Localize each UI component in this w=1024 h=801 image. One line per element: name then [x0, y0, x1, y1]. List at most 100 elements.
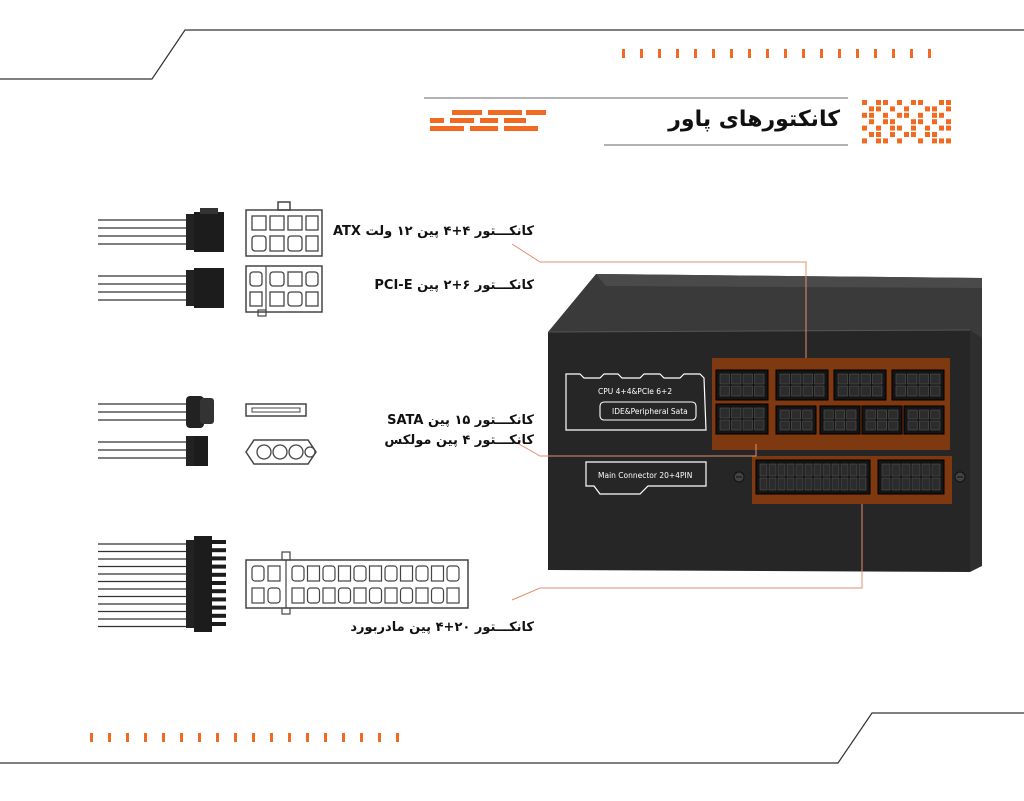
dash-mark [126, 733, 129, 742]
dash-mark [730, 49, 733, 58]
dash-mark [216, 733, 219, 742]
dash-mark [748, 49, 751, 58]
dash-mark [694, 49, 697, 58]
pixel-mark [918, 119, 923, 125]
dash-mark [162, 733, 165, 742]
orange-stripes-icon [430, 110, 546, 131]
main-connector-icon [98, 536, 469, 632]
pixel-mark [883, 112, 888, 118]
pixel-mark [897, 100, 902, 105]
pixel-mark [939, 112, 944, 118]
pixel-mark [939, 138, 944, 144]
pixel-mark [904, 112, 909, 118]
atx-connector-icon [98, 201, 323, 257]
label-molex: کانکـــتور ۴ پین مولکس [384, 433, 534, 448]
pixel-mark [897, 138, 902, 144]
pixel-mark [862, 112, 867, 118]
pixel-mark [918, 100, 923, 105]
pixel-mark [925, 125, 930, 131]
dash-mark [640, 49, 643, 58]
pixel-mark [890, 119, 895, 125]
callout-lines [511, 243, 863, 601]
sata-connector-icon [98, 396, 307, 428]
dash-mark [856, 49, 859, 58]
psu-cpu-pcie-label: CPU 4+4&PCIe 6+2 [598, 387, 672, 396]
dash-mark [396, 733, 399, 742]
pixel-mark [883, 100, 888, 105]
dash-mark [360, 733, 363, 742]
pixel-pattern-icon [862, 100, 951, 144]
label-main: کانکـــتور ۲۰+۴ پین مادربورد [350, 620, 534, 635]
dash-mark [288, 733, 291, 742]
pixel-mark [932, 138, 937, 144]
pixel-mark [911, 132, 916, 137]
pixel-mark [862, 125, 867, 131]
pixel-mark [911, 125, 916, 131]
dash-mark [658, 49, 661, 58]
dash-mark [342, 733, 345, 742]
dash-mark [108, 733, 111, 742]
dash-mark [712, 49, 715, 58]
dash-row-top [622, 49, 931, 58]
frame-top [0, 29, 1024, 80]
pixel-mark [918, 138, 923, 144]
pixel-mark [904, 132, 909, 137]
dash-mark [766, 49, 769, 58]
pixel-mark [918, 112, 923, 118]
pixel-mark [862, 100, 867, 105]
dash-mark [892, 49, 895, 58]
psu-unit: CPU 4+4&PCIe 6+2 IDE&Peripheral Sata Mai… [547, 274, 982, 572]
dash-mark [90, 733, 93, 742]
dash-mark [198, 733, 201, 742]
pixel-mark [883, 119, 888, 125]
pixel-mark [932, 112, 937, 118]
dash-mark [802, 49, 805, 58]
title-bar [424, 97, 951, 146]
dash-mark [306, 733, 309, 742]
dash-mark [234, 733, 237, 742]
pixel-mark [883, 138, 888, 144]
pixel-mark [869, 106, 874, 112]
dash-mark [784, 49, 787, 58]
pixel-mark [932, 132, 937, 137]
pixel-mark [869, 112, 874, 118]
dash-mark [676, 49, 679, 58]
pixel-mark [946, 138, 951, 144]
pixel-mark [876, 125, 881, 131]
pixel-mark [911, 119, 916, 125]
page-title: کانکتورهای پاور [668, 107, 840, 132]
psu-main-label: Main Connector 20+4PIN [598, 471, 692, 480]
pixel-mark [869, 132, 874, 137]
pixel-mark [890, 106, 895, 112]
dash-row-bottom [90, 733, 399, 742]
pixel-mark [862, 138, 867, 144]
pixel-mark [876, 132, 881, 137]
dash-mark [270, 733, 273, 742]
pixel-mark [911, 100, 916, 105]
pixel-mark [869, 119, 874, 125]
dash-mark [820, 49, 823, 58]
pixel-mark [939, 100, 944, 105]
pixel-mark [946, 106, 951, 112]
pixel-mark [890, 125, 895, 131]
dash-mark [838, 49, 841, 58]
molex-connector-icon [98, 436, 317, 466]
pixel-mark [946, 125, 951, 131]
pixel-mark [932, 106, 937, 112]
psu-ide-sata-label: IDE&Peripheral Sata [612, 407, 688, 416]
pixel-mark [932, 119, 937, 125]
pixel-mark [946, 119, 951, 125]
dash-mark [378, 733, 381, 742]
label-atx: کانکـــتور ۴+۴ پین ۱۲ ولت ATX [332, 224, 534, 239]
label-pcie: کانکـــتور ۶+۲ پین PCI-E [374, 278, 534, 293]
dash-mark [252, 733, 255, 742]
screw-icon [733, 471, 966, 483]
pixel-mark [876, 100, 881, 105]
pixel-mark [939, 125, 944, 131]
pixel-mark [897, 112, 902, 118]
label-sata: کانکـــتور ۱۵ پین SATA [387, 413, 534, 428]
pixel-mark [876, 106, 881, 112]
pixel-mark [890, 132, 895, 137]
pixel-mark [876, 138, 881, 144]
